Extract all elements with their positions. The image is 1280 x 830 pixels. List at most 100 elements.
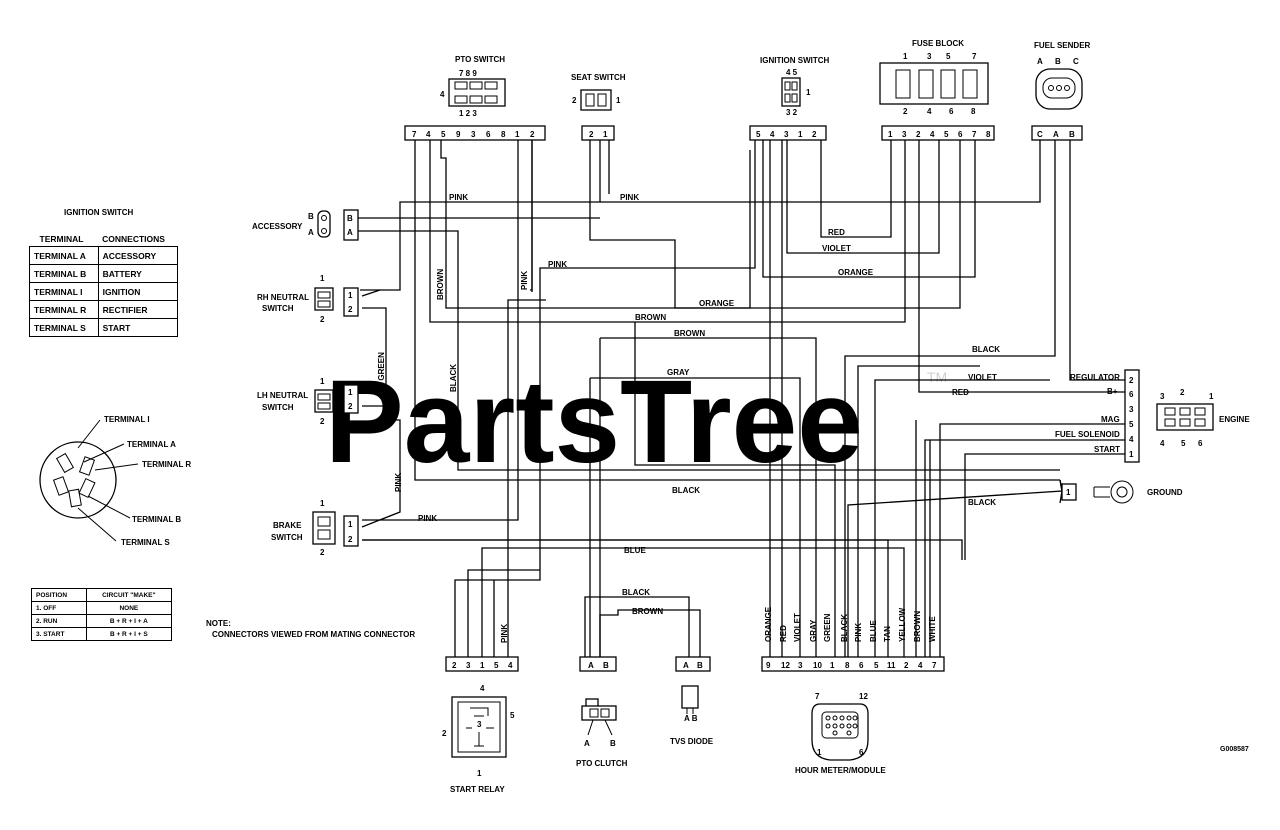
wire-label: PINK xyxy=(500,624,509,643)
conn-pin: 1 xyxy=(830,661,835,670)
wire-label: PINK xyxy=(548,260,567,269)
wires xyxy=(357,140,1125,660)
conn-pin: 7 xyxy=(932,661,937,670)
conn-pin: 2 xyxy=(589,130,594,139)
hour-meter-module: 7 12 1 6 HOUR METER/MODULE xyxy=(795,692,886,775)
conn-pin: 3 xyxy=(784,130,789,139)
conn-pin: 1 xyxy=(348,388,353,397)
conn-pin: 1 xyxy=(603,130,608,139)
wire-label: ORANGE xyxy=(699,299,735,308)
conn-pin: 5 xyxy=(494,661,499,670)
lh-neutral-label: SWITCH xyxy=(262,403,294,412)
table-cell: TERMINAL A xyxy=(29,246,99,265)
table-cell: ACCESSORY xyxy=(97,246,179,265)
engine-pin: 5 xyxy=(1181,439,1186,448)
rh-neutral-label: SWITCH xyxy=(262,304,294,313)
wire-label: PINK xyxy=(620,193,639,202)
fuse-pin-label: 8 xyxy=(971,107,976,116)
pto-switch-title: PTO SWITCH xyxy=(455,55,505,64)
conn-pin: 7 xyxy=(972,130,977,139)
accessory: ACCESSORY B A xyxy=(252,210,331,238)
table-cell: 1. OFF xyxy=(31,601,87,615)
hour-meter-label: HOUR METER/MODULE xyxy=(795,766,886,775)
engine-pin: 2 xyxy=(1180,388,1185,397)
pto-clutch-label: PTO CLUTCH xyxy=(576,759,628,768)
ground-label: GROUND xyxy=(1147,488,1183,497)
conn-pin: B xyxy=(603,661,609,670)
conn-pin: B xyxy=(697,661,703,670)
meter-wire-label: TAN xyxy=(883,626,892,642)
conn-pin: 1 xyxy=(348,520,353,529)
table-cell: TERMINAL S xyxy=(29,318,99,337)
engine-label: FUEL SOLENOID xyxy=(1055,430,1120,439)
table-cell: TERMINAL R xyxy=(29,300,99,319)
meter-wire-label: BLUE xyxy=(869,620,878,642)
meter-wire-label: BLACK xyxy=(840,614,849,642)
engine-pin: 4 xyxy=(1160,439,1165,448)
conn-pin: 10 xyxy=(813,661,822,670)
hour-meter-pin: 12 xyxy=(859,692,868,701)
pto-clutch: A B PTO CLUTCH xyxy=(576,698,628,768)
conn-pin: 7 xyxy=(412,130,417,139)
key-switch-label: TERMINAL R xyxy=(142,460,191,469)
ignition-switch: IGNITION SWITCH 4 5 1 3 2 xyxy=(760,56,830,117)
meter-wire-label: ORANGE xyxy=(764,606,773,642)
key-switch-label: TERMINAL I xyxy=(104,415,150,424)
conn-pin: 9 xyxy=(766,661,771,670)
ignition-switch-pins-bottom: 3 2 xyxy=(786,108,798,117)
ground-terminal: GROUND xyxy=(1093,480,1183,504)
tvs-diode: A B TVS DIODE xyxy=(670,685,714,746)
conn-pin: 8 xyxy=(845,661,850,670)
pto-switch-pins-bottom: 1 2 3 xyxy=(459,109,477,118)
fuse-pin-label: 1 xyxy=(903,52,908,61)
drawing-number: G008587 xyxy=(1220,746,1249,753)
fuse-pin-label: 7 xyxy=(972,52,977,61)
fuse-pin-label: 4 xyxy=(927,107,932,116)
fuel-sender-pin: C xyxy=(1073,57,1079,66)
wire-label: BLACK xyxy=(968,498,996,507)
rh-neutral-pin: 1 xyxy=(320,274,325,283)
table-cell: NONE xyxy=(85,601,173,615)
brake-switch-label: SWITCH xyxy=(271,533,303,542)
lh-neutral-switch: LH NEUTRAL SWITCH 1 2 xyxy=(257,377,334,426)
pto-clutch-pin: A xyxy=(584,739,590,748)
wire-label: BROWN xyxy=(635,313,666,322)
wire-label: PINK xyxy=(394,473,403,492)
conn-pin: 2 xyxy=(916,130,921,139)
conn-pin: 11 xyxy=(887,661,896,670)
meter-wire-label: YELLOW xyxy=(898,607,907,642)
hour-meter-pin: 1 xyxy=(817,748,822,757)
conn-pin: 1 xyxy=(798,130,803,139)
conn-pin: 1 xyxy=(1066,488,1071,497)
pto-switch-pins-top: 7 8 9 xyxy=(459,69,477,78)
pto-switch-pin-left: 4 xyxy=(440,90,445,99)
engine-connector: 3 2 1 4 5 6 ENGINE xyxy=(1156,388,1250,448)
meter-wire-label: VIOLET xyxy=(793,613,802,642)
table-cell: B + R + I + A xyxy=(85,614,173,628)
engine-label: ENGINE xyxy=(1219,415,1250,424)
meter-wire-label: BROWN xyxy=(913,611,922,642)
conn-pin: 2 xyxy=(812,130,817,139)
conn-pin: 4 xyxy=(508,661,513,670)
conn-pin: 2 xyxy=(452,661,457,670)
tvs-diode-pins: A B xyxy=(684,714,698,723)
conn-pin: 3 xyxy=(902,130,907,139)
fuel-sender: FUEL SENDER A B C xyxy=(1034,41,1091,110)
conn-pin: 2 xyxy=(348,402,353,411)
meter-wire-label: GRAY xyxy=(809,619,818,642)
table-cell: B + R + I + S xyxy=(85,627,173,641)
conn-pin: 4 xyxy=(770,130,775,139)
table-cell: 2. RUN xyxy=(31,614,87,628)
wire-label: PINK xyxy=(449,193,468,202)
engine-pin: 3 xyxy=(1160,392,1165,401)
hour-meter-pin: 6 xyxy=(859,748,864,757)
key-switch-drawing: TERMINAL I TERMINAL A TERMINAL R TERMINA… xyxy=(39,415,191,547)
conn-pin: 1 xyxy=(1129,450,1134,459)
conn-pin: 3 xyxy=(1129,405,1134,414)
accessory-pin: B xyxy=(308,212,314,221)
lh-neutral-label: LH NEUTRAL xyxy=(257,391,308,400)
pto-switch: PTO SWITCH 7 8 9 4 1 2 3 xyxy=(440,55,506,118)
seat-switch-pin-left: 2 xyxy=(572,96,577,105)
wire-label: BROWN xyxy=(632,607,663,616)
